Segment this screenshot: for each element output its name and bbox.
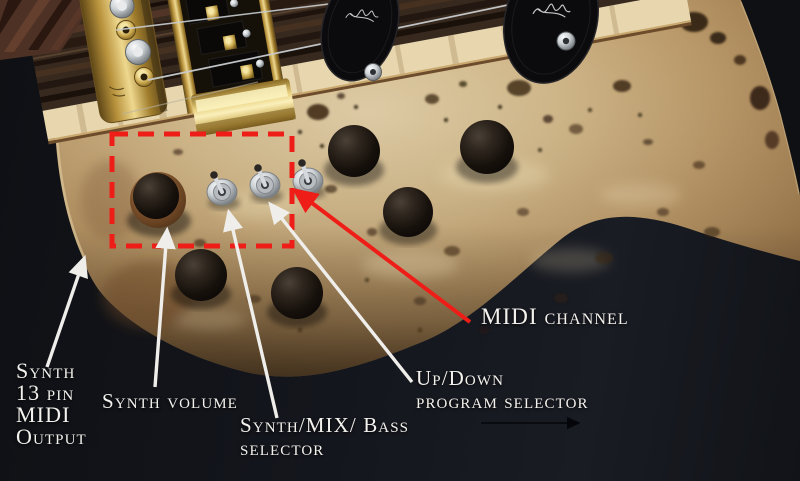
wood-knots: [173, 12, 779, 334]
bridge-saddles: [184, 0, 264, 88]
tuner-plate: [79, 0, 168, 124]
label-synth-volume: Synth volume: [102, 391, 238, 412]
neck-wood-corner: [0, 0, 96, 60]
control-knob: [460, 120, 514, 174]
synth-volume-arrow: [153, 226, 176, 388]
label-line: Output: [16, 424, 87, 449]
label-line: MIDI: [16, 402, 71, 427]
control-knob: [271, 267, 323, 319]
body-edge-highlight: [55, 134, 86, 258]
plate-engraving: [108, 86, 126, 97]
label-line: Synth: [16, 358, 76, 383]
up-down-selector-arrow: [268, 201, 414, 384]
label-midi-channel: MIDI channel: [481, 304, 629, 329]
label-line: Up/Down: [416, 366, 505, 390]
label-line: 13 pin: [16, 380, 75, 405]
synth-mix-bass-arrow: [223, 208, 279, 419]
cutaway-background: [741, 0, 800, 195]
toggle-switch-synth-mix-bass: [206, 171, 240, 210]
pickup-right: [503, 0, 599, 84]
string: [121, 81, 259, 115]
label-line: program selector: [416, 389, 589, 413]
midi-output-arrow: [45, 254, 88, 368]
label-line: Synth volume: [102, 389, 238, 413]
label-synth-mix-bass-selector: Synth/MIX/ Bass selector: [240, 414, 409, 460]
control-knob: [175, 249, 227, 301]
bridge-wall-right: [253, 0, 288, 109]
bridge: [166, 0, 297, 137]
control-knob: [328, 125, 380, 177]
cutaway-edge-highlight: [740, 1, 800, 195]
string: [115, 1, 346, 31]
label-line: Synth/MIX/ Bass: [240, 413, 410, 437]
toggle-switch-program: [249, 164, 283, 203]
annotations: [45, 131, 581, 430]
tuner-screws: [109, 0, 154, 87]
midi-channel-arrow: [291, 187, 472, 324]
label-synth-midi-output: Synth 13 pin MIDI Output: [16, 360, 87, 448]
pickup-left: [320, 0, 400, 82]
control-knob: [383, 187, 433, 237]
label-line: selector: [240, 436, 325, 460]
label-up-down-program-selector: Up/Down program selector: [416, 367, 589, 413]
label-line: MIDI channel: [481, 304, 629, 329]
